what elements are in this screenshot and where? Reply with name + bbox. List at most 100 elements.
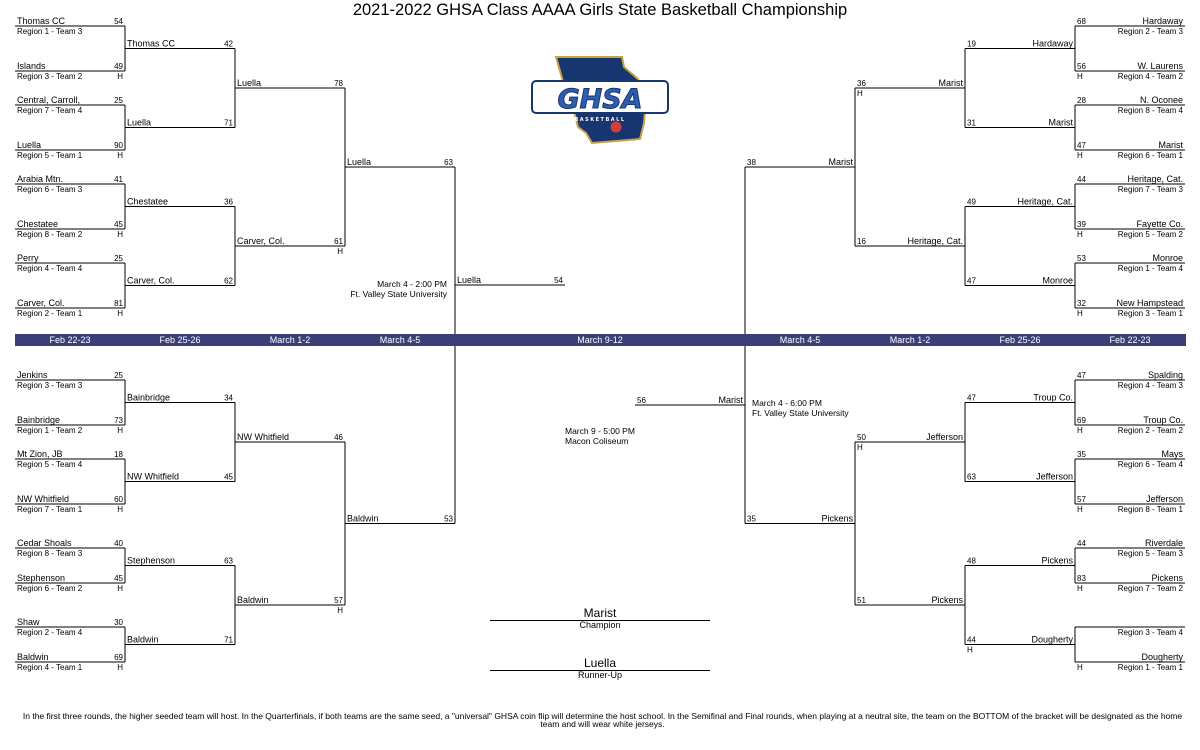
right-r1-slot-9-score: 69 [1077,416,1086,425]
left-semi-venue: Ft. Valley State University [350,289,447,299]
left-r1-slot-10-seed: Region 5 - Team 4 [17,460,83,469]
right-semi-slot-team: Marist [719,395,744,405]
left-r1-slot-15-team: Baldwin [17,652,49,662]
right-r2-slot-1-score: 31 [967,119,976,128]
logo-banner [531,80,669,114]
right-r1-slot-12-score: 44 [1077,539,1086,548]
right-r3-slot-2-home: H [857,443,863,452]
runner-up-name: Luella [583,656,617,670]
right-r1-slot-10-team: Mays [1161,449,1183,459]
left-r1-slot-4-score: 41 [114,175,123,184]
left-r1-slot-12-score: 40 [114,539,123,548]
left-r1-slot-1-seed: Region 3 - Team 2 [17,72,83,81]
round-label-final: March 9-12 [577,335,623,345]
left-r2-slot-2-score: 36 [224,198,233,207]
left-r1-slot-2-team: Central, Carroll, [17,95,80,105]
left-r1-slot-5-seed: Region 8 - Team 2 [17,230,83,239]
champion-label: Champion [579,620,621,630]
left-r1-slot-4-team: Arabia Mtn. [17,174,63,184]
right-r2-slot-1-team: Marist [1049,118,1074,128]
right-r1-slot-13-seed: Region 7 - Team 2 [1118,584,1184,593]
right-r1-slot-6-team: Monroe [1152,253,1183,263]
left-r2-slot-4-score: 34 [224,394,233,403]
left-r1-slot-10-score: 18 [114,450,123,459]
right-r3-slot-3-score: 51 [857,596,866,605]
left-r1-slot-12-seed: Region 8 - Team 3 [17,549,83,558]
round-label-left-r4: March 4-5 [379,335,421,345]
right-r4-slot-1-team: Pickens [821,514,853,524]
right-r1-slot-3-home: H [1077,151,1083,160]
right-r2-slot-3-score: 47 [967,277,976,286]
right-semi-slot-score: 56 [637,396,646,405]
left-r1-slot-7-home: H [117,309,123,318]
right-r1-slot-2-score: 28 [1077,96,1086,105]
right-r3-slot-1-score: 16 [857,237,866,246]
left-r2-slot-6-team: Stephenson [127,556,175,566]
left-r1-slot-2-seed: Region 7 - Team 4 [17,106,83,115]
page-title: 2021-2022 GHSA Class AAAA Girls State Ba… [352,1,848,19]
left-r2-slot-4-team: Bainbridge [127,393,170,403]
left-r1-slot-14-seed: Region 2 - Team 4 [17,628,83,637]
left-r1-slot-9-score: 73 [114,416,123,425]
left-r1-slot-1-home: H [117,72,123,81]
left-r3-slot-1-team: Carver, Col. [237,236,285,246]
right-r1-slot-1-home: H [1077,72,1083,81]
round-label-right-r3: March 1-2 [889,335,931,345]
round-label-right-r1: Feb 22-23 [1109,335,1151,345]
left-r1-slot-5-team: Chestatee [17,219,58,229]
left-r2-slot-1-team: Luella [127,118,151,128]
left-r1-slot-12-team: Cedar Shoals [17,538,72,548]
right-r4-slot-0-team: Marist [829,157,854,167]
right-semi-time: March 4 - 6:00 PM [752,398,822,408]
right-r1-slot-4-team: Heritage, Cat. [1127,174,1183,184]
round-label-right-r4: March 4-5 [779,335,821,345]
left-r1-slot-13-team: Stephenson [17,573,65,583]
left-r3-slot-1-score: 61 [334,237,343,246]
right-r2-slot-2-team: Heritage, Cat. [1017,197,1073,207]
right-r2-slot-7-score: 44 [967,636,976,645]
left-r2-slot-3-team: Carver, Col. [127,276,175,286]
left-r2-slot-3-score: 62 [224,277,233,286]
left-r1-slot-11-team: NW Whitfield [17,494,69,504]
right-r1-slot-1-team: W. Laurens [1137,61,1183,71]
left-r3-slot-1-home: H [337,247,343,256]
right-r1-slot-12-team: Riverdale [1145,538,1183,548]
left-r1-slot-3-home: H [117,151,123,160]
right-r3-slot-0-score: 36 [857,79,866,88]
left-r1-slot-4-seed: Region 6 - Team 3 [17,185,83,194]
right-r1-slot-9-seed: Region 2 - Team 2 [1118,426,1184,435]
right-r3-slot-1-team: Heritage, Cat. [907,236,963,246]
left-r1-slot-0-score: 54 [114,17,123,26]
footnote: In the first three rounds, the higher se… [22,711,1183,729]
left-r1-slot-3-score: 90 [114,141,123,150]
left-r2-slot-7-team: Baldwin [127,635,159,645]
right-r1-slot-5-seed: Region 5 - Team 2 [1118,230,1184,239]
right-r1-slot-5-score: 39 [1077,220,1086,229]
left-r1-slot-0-team: Thomas CC [17,16,66,26]
left-r1-slot-15-seed: Region 4 - Team 1 [17,663,83,672]
ghsa-logo: GHSA BASKETBALL [531,56,669,145]
right-r1-slot-13-team: Pickens [1151,573,1183,583]
basketball-icon [609,120,623,134]
left-r2-slot-7-score: 71 [224,636,233,645]
right-r1-slot-7-seed: Region 3 - Team 1 [1118,309,1184,318]
left-semi-time: March 4 - 2:00 PM [377,279,447,289]
runner-up-label: Runner-Up [577,670,623,680]
left-r1-slot-11-home: H [117,505,123,514]
left-r1-slot-9-home: H [117,426,123,435]
left-r3-slot-0-team: Luella [237,78,261,88]
right-r1-slot-3-seed: Region 6 - Team 1 [1118,151,1184,160]
left-r1-slot-8-score: 25 [114,371,123,380]
left-r1-slot-11-score: 60 [114,495,123,504]
right-r2-slot-7-team: Dougherty [1031,635,1073,645]
left-r1-slot-6-seed: Region 4 - Team 4 [17,264,83,273]
left-r4-slot-1-team: Baldwin [347,514,379,524]
right-r1-slot-8-team: Spalding [1148,370,1183,380]
left-r1-slot-5-home: H [117,230,123,239]
left-r2-slot-0-team: Thomas CC [127,39,176,49]
left-r1-slot-1-score: 49 [114,62,123,71]
right-r1-slot-7-score: 32 [1077,299,1086,308]
right-r1-slot-7-team: New Hampstead [1116,298,1183,308]
right-r2-slot-6-team: Pickens [1041,556,1073,566]
